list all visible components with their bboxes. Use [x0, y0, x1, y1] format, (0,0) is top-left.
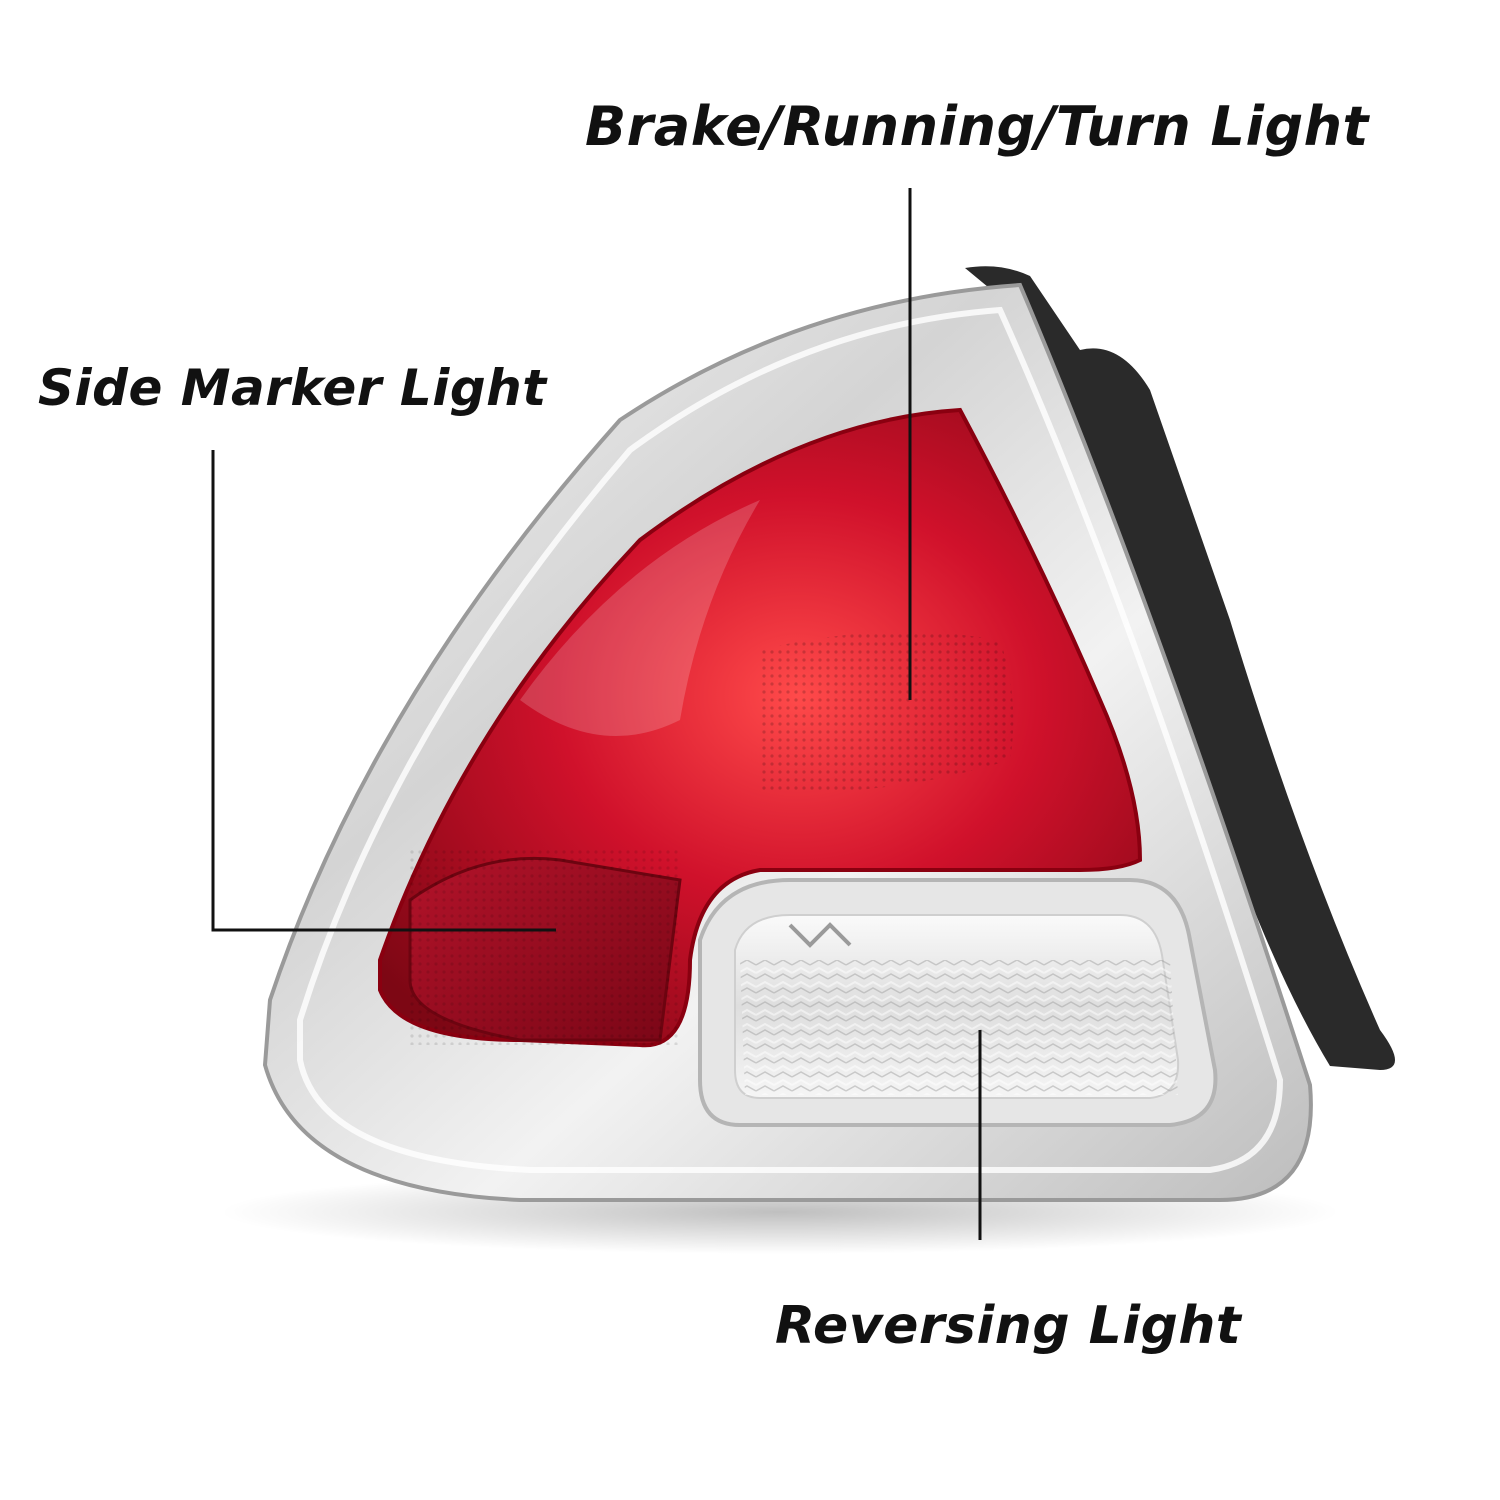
brake-running-turn-label: Brake/Running/Turn Light [585, 95, 1369, 158]
callout-line-side-marker [211, 450, 556, 932]
reversing-label: Reversing Light [775, 1296, 1242, 1356]
brake-reflector [760, 632, 1014, 792]
rear-gasket [965, 266, 1395, 1070]
callout-lines [211, 188, 982, 1240]
side-marker-label: Side Marker Light [38, 359, 547, 417]
